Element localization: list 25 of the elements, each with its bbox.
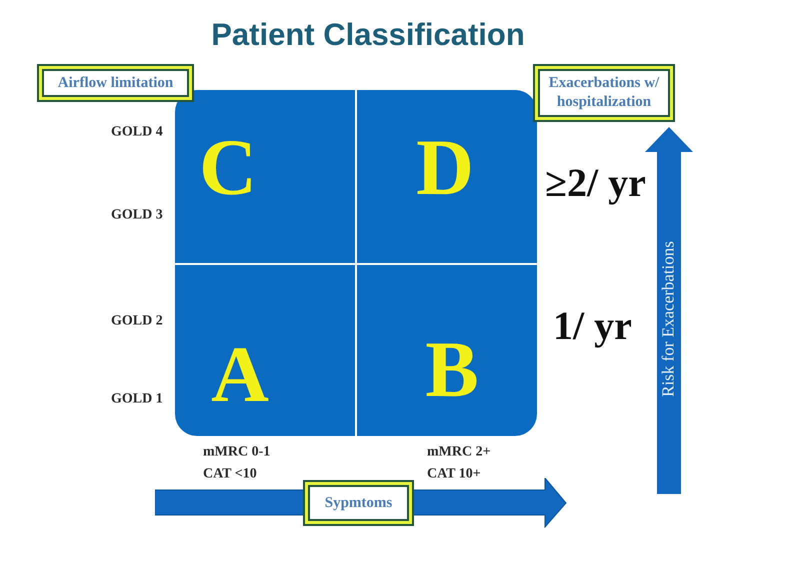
score-label: CAT 10+ [427,466,481,482]
axis-title: Exacerbations w/ hospitalization [538,69,670,117]
label-frame [37,64,194,102]
axis-title: Sypmtoms [308,485,409,521]
score-label: mMRC 0-1 [203,444,270,460]
axis-title: Risk for Exacerbations [660,241,678,397]
level-label: GOLD 1 [111,391,163,407]
quadrant-box [175,265,355,436]
quadrant-box [175,90,355,263]
level-label: GOLD 3 [111,207,163,223]
score-label: CAT <10 [203,466,257,482]
group-letter: A [211,335,269,415]
quadrant-box [357,90,537,263]
group-letter: C [199,128,257,208]
rate-label: 1/ yr [553,304,632,348]
quadrant-box [357,265,537,436]
slide-title: Patient Classification [211,17,525,53]
axis-title: Airflow limitation [42,69,189,97]
up-arrow [645,127,693,494]
group-letter: B [425,330,479,410]
level-label: GOLD 2 [111,313,163,329]
rate-label: ≥2/ yr [545,161,646,205]
score-label: mMRC 2+ [427,444,491,460]
level-label: GOLD 4 [111,124,163,140]
group-letter: D [416,128,474,208]
